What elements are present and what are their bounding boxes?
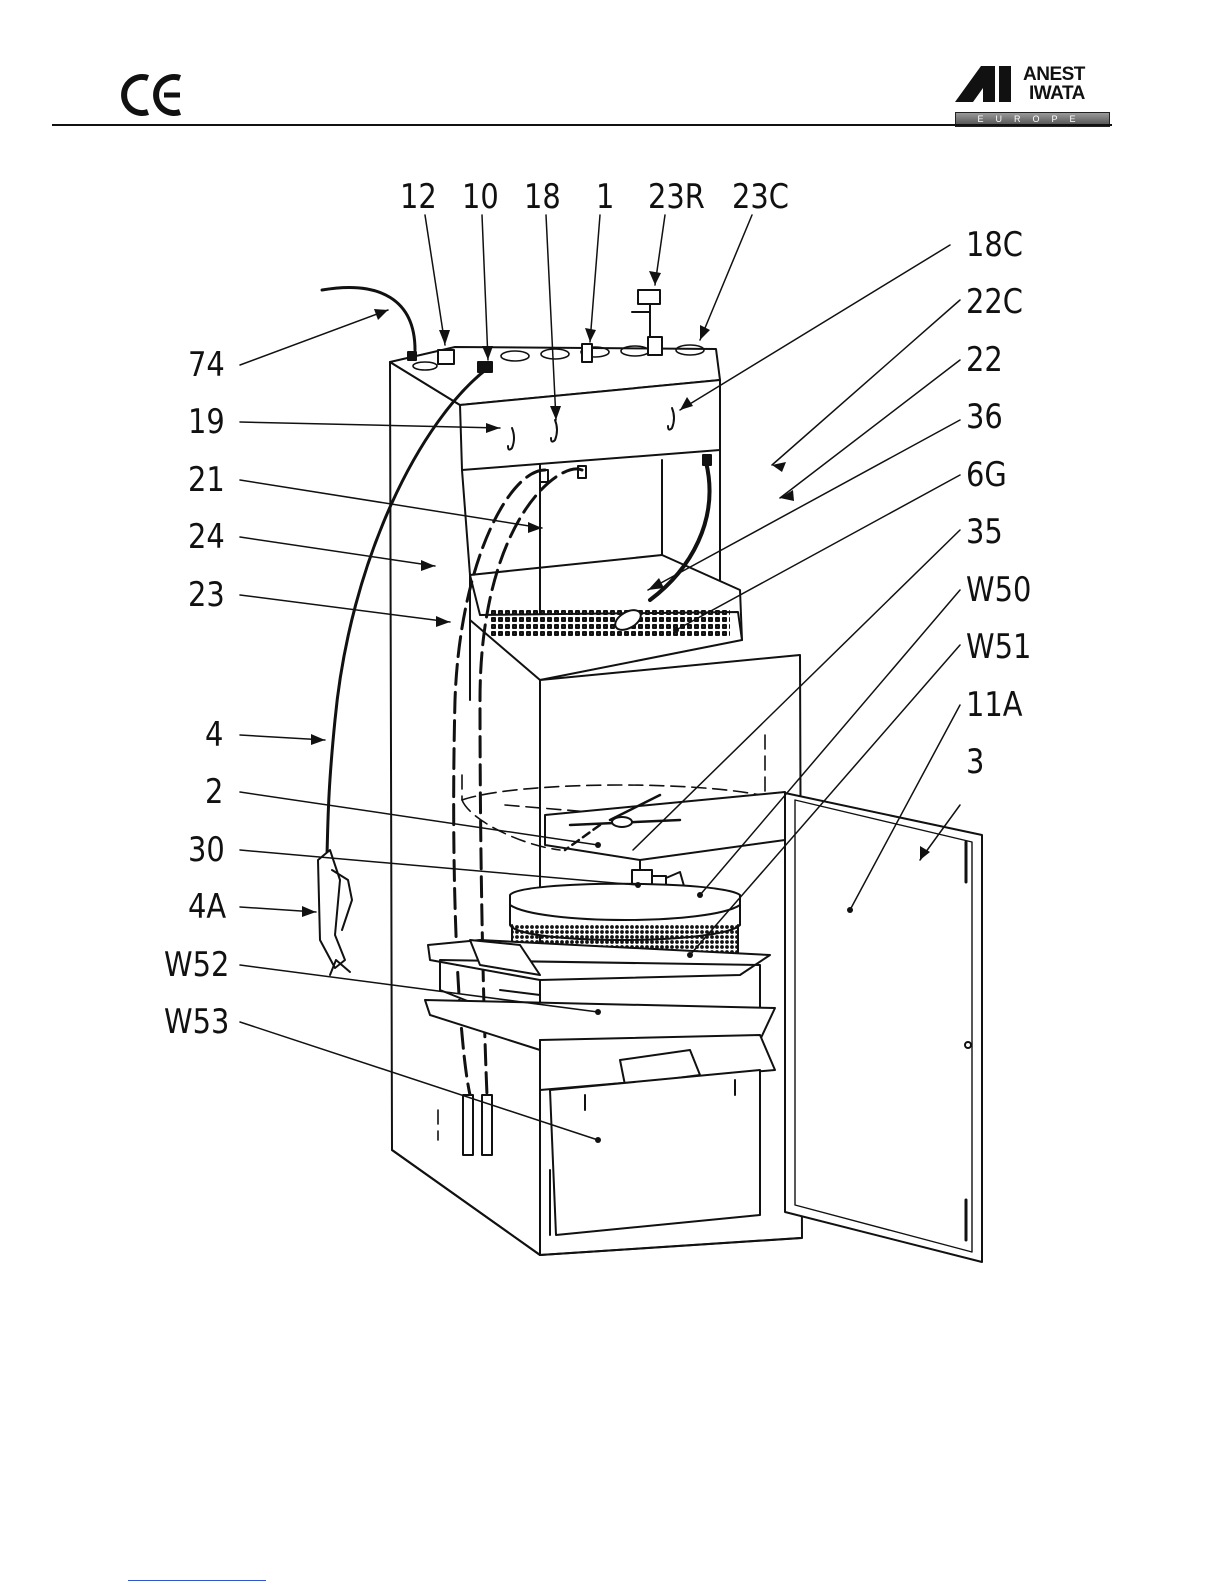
callout-19: 19 bbox=[188, 405, 225, 439]
callout-W50: W50 bbox=[966, 573, 1031, 607]
spray-gun bbox=[318, 850, 352, 975]
callout-23: 23 bbox=[188, 578, 225, 612]
callout-3: 3 bbox=[966, 745, 984, 779]
callout-18: 18 bbox=[524, 180, 561, 214]
callout-W53: W53 bbox=[164, 1005, 229, 1039]
footer-link-underline bbox=[128, 1580, 266, 1581]
callout-W51: W51 bbox=[966, 630, 1031, 664]
callout-12: 12 bbox=[400, 180, 437, 214]
callout-21: 21 bbox=[188, 463, 225, 497]
callout-30: 30 bbox=[188, 833, 225, 867]
callout-36: 36 bbox=[966, 400, 1003, 434]
callout-W52: W52 bbox=[164, 948, 229, 982]
callout-1: 1 bbox=[596, 180, 614, 214]
callout-4: 4 bbox=[205, 718, 223, 752]
callout-24: 24 bbox=[188, 520, 225, 554]
callout-6G: 6G bbox=[966, 458, 1007, 492]
callout-4A: 4A bbox=[188, 890, 226, 924]
callout-22: 22 bbox=[966, 343, 1003, 377]
callout-74: 74 bbox=[188, 348, 225, 382]
callout-2: 2 bbox=[205, 775, 223, 809]
callout-22C: 22C bbox=[966, 285, 1023, 319]
callout-18C: 18C bbox=[966, 228, 1023, 262]
callout-11A: 11A bbox=[966, 688, 1023, 722]
callout-10: 10 bbox=[462, 180, 499, 214]
tray-grid bbox=[490, 608, 730, 636]
callout-23R: 23R bbox=[648, 180, 705, 214]
cabinet-door bbox=[785, 793, 982, 1262]
bucket bbox=[550, 1070, 760, 1235]
callout-23C: 23C bbox=[732, 180, 789, 214]
callout-35: 35 bbox=[966, 515, 1003, 549]
